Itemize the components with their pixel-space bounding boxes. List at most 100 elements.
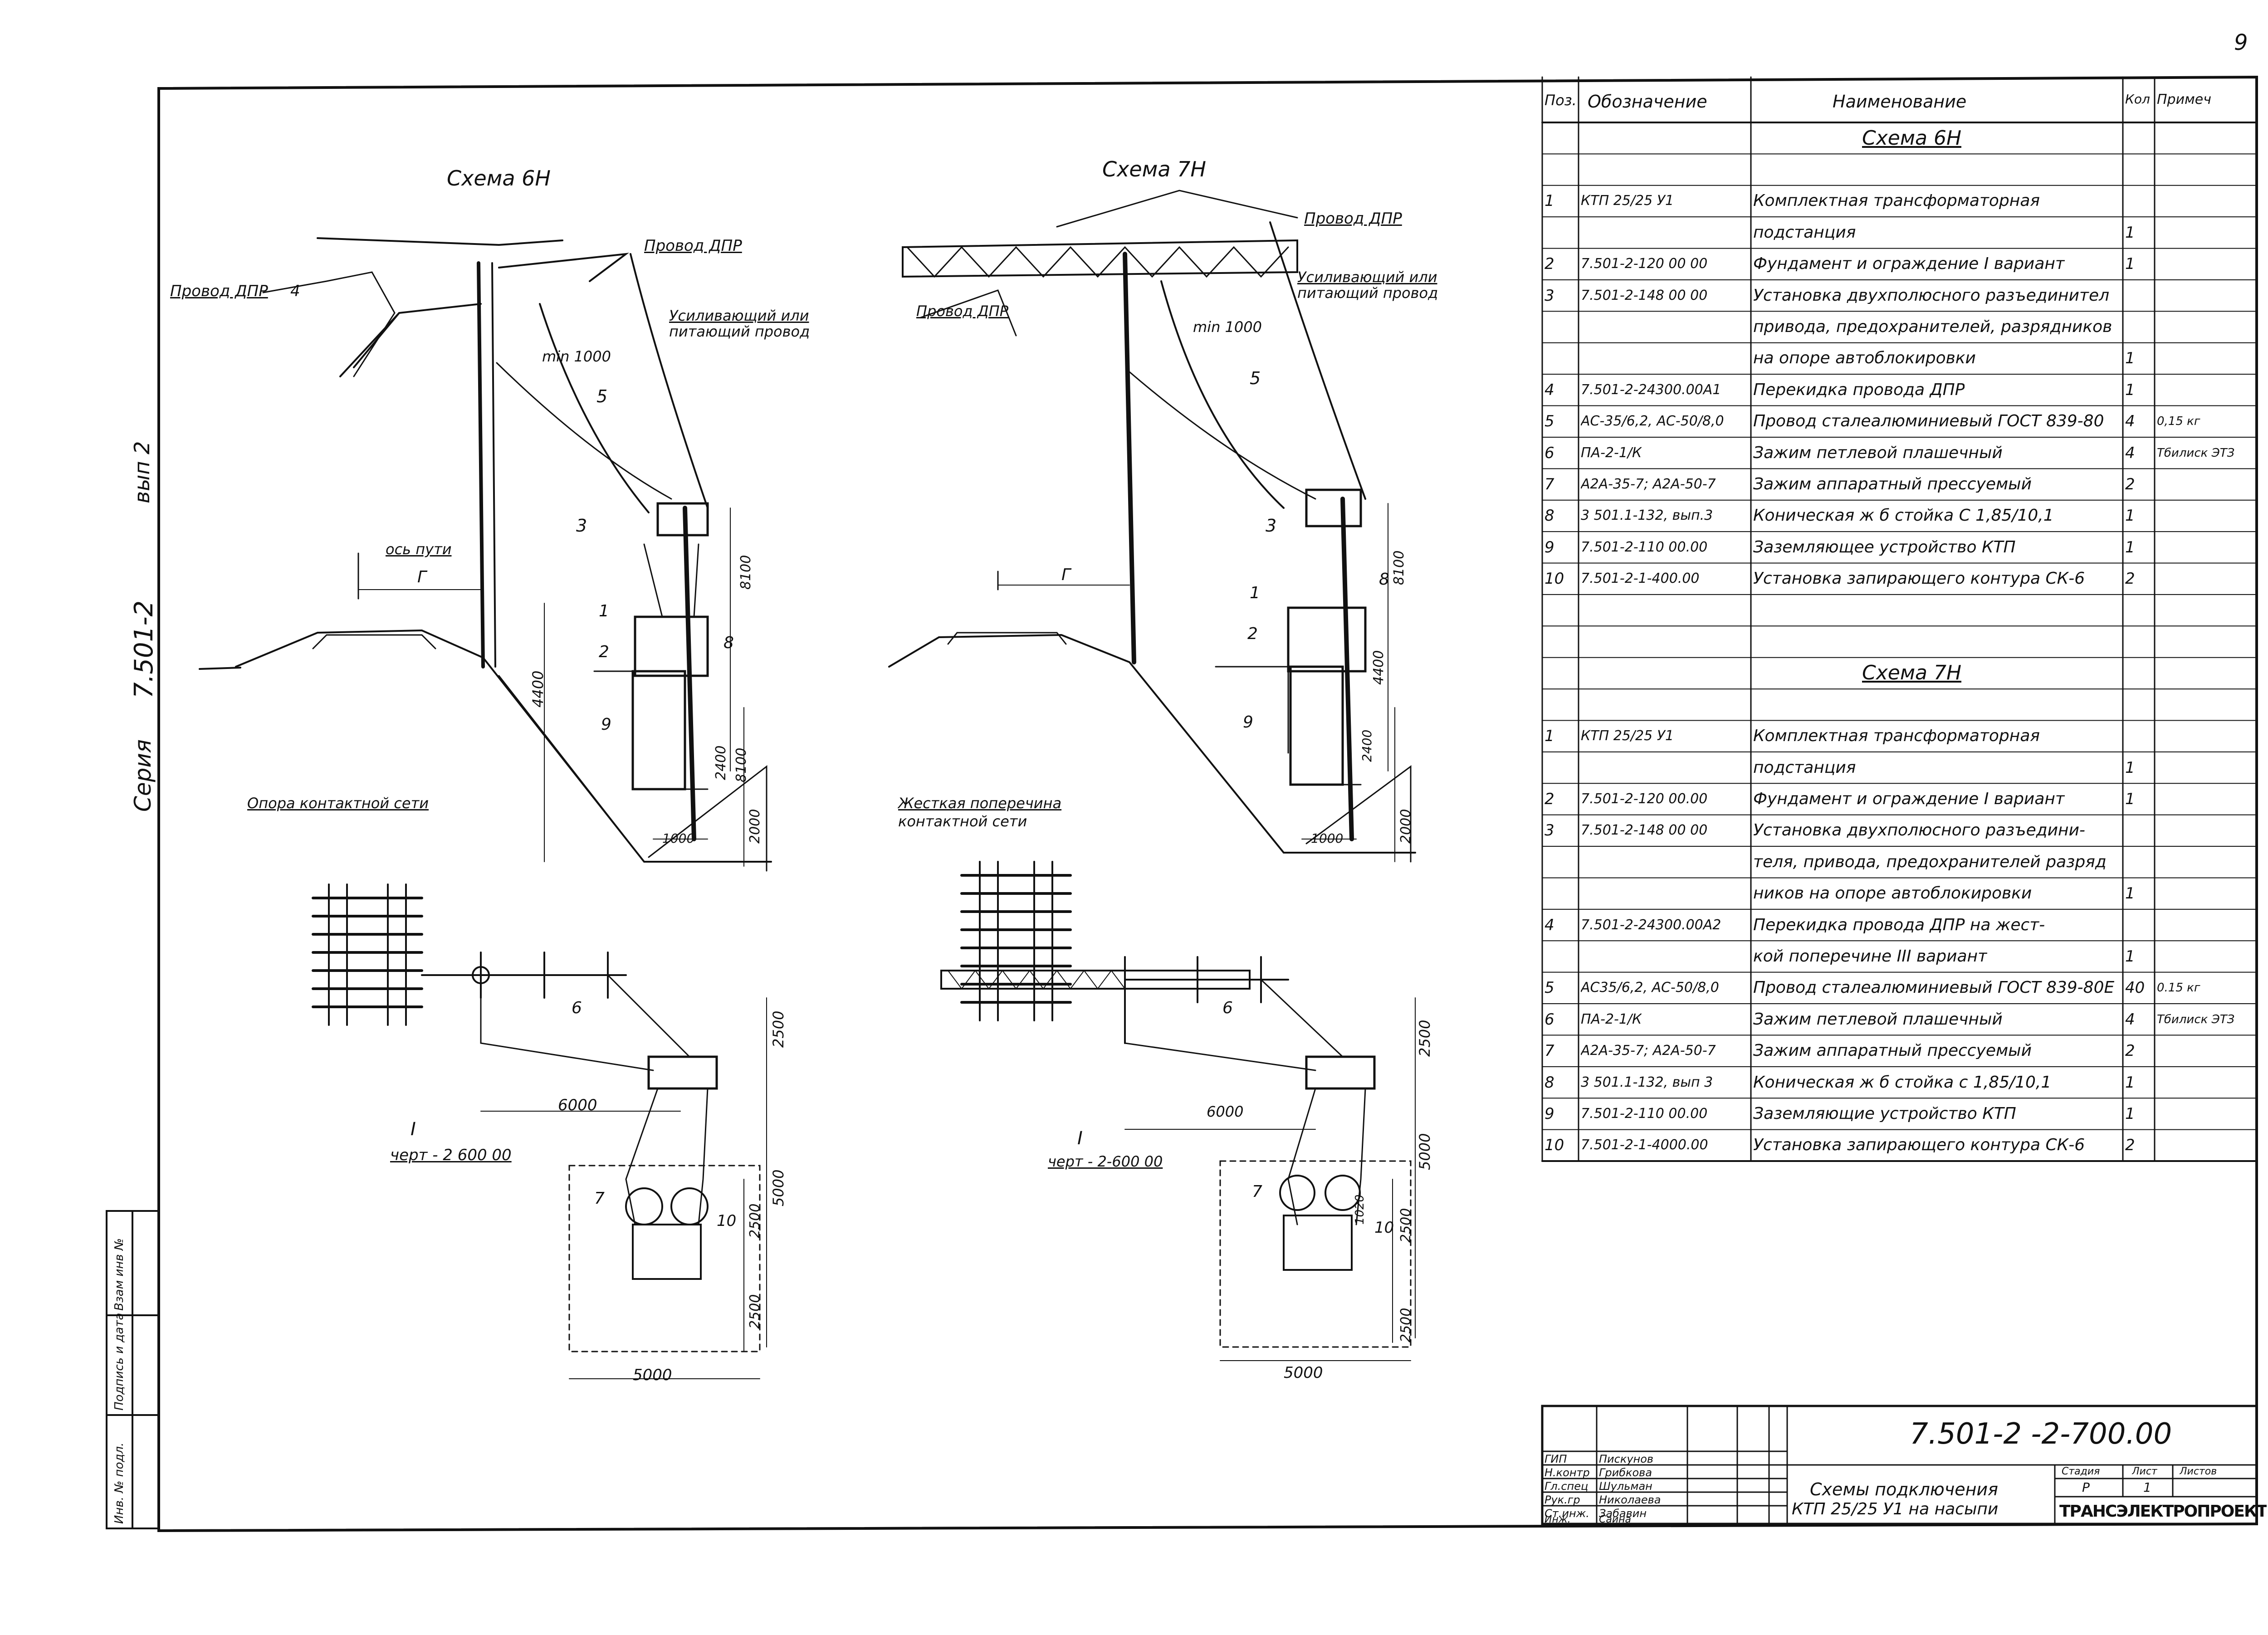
num-10-7h: 10 [1374, 1219, 1394, 1237]
drawing-ref-7h: черт - 2-600 00 [1048, 1153, 1163, 1170]
header-pos: Поз. [1545, 93, 1577, 107]
spec-cell-name: Комплектная трансформаторная [1753, 193, 2040, 210]
dim-8100a-6h: 8100 [733, 747, 749, 782]
spec-cell-designation: 7.501-2-24300.00А2 [1581, 918, 1721, 932]
spec-cell-name: Зажим аппаратный прессуемый [1753, 476, 2032, 493]
spec-cell-pos: 2 [1545, 791, 1554, 807]
drawing-ref-6h: черт - 2 600 00 [390, 1146, 512, 1164]
spec-cell-name: Перекидка провода ДПР [1753, 381, 1965, 398]
spec-cell-name: теля, привода, предохранителей разряд [1753, 854, 2107, 870]
num-7-6h: 7 [594, 1189, 605, 1208]
spec-cell-designation: ПА-2-1/К [1581, 1012, 1642, 1026]
series-code: 7.501-2 [129, 600, 159, 698]
organization: ТРАНСЭЛЕКТРОПРОЕКТ [2059, 1503, 2267, 1520]
spec-cell-name: Установка двухполюсного разъединител [1753, 287, 2110, 304]
num-2-7h: 2 [1247, 625, 1258, 643]
spec-cell-name: Коническая ж б стойка с 1,85/10,1 [1753, 1074, 2052, 1091]
stage-label: Стадия [2062, 1467, 2100, 1477]
dim-2500b-6h: 2500 [747, 1203, 763, 1238]
spec-cell-name: Провод сталеалюминиевый ГОСТ 839-80Е [1753, 980, 2115, 996]
spec-cell-name: Комплектная трансформаторная [1753, 728, 2040, 745]
sheet-value: 1 [2143, 1481, 2151, 1494]
spec-cell-designation: АС-35/6,2, АС-50/8,0 [1581, 415, 1724, 429]
wire-dpr-right-6h: Провод ДПР [644, 237, 742, 255]
series-label: Серия [130, 739, 156, 812]
scheme-6h-plan [312, 883, 767, 1379]
num-1-6h: 1 [599, 602, 609, 620]
num-9-6h: 9 [601, 715, 611, 734]
spec-cell-designation: 7.501-2-24300.00А1 [1581, 383, 1721, 397]
role-ncontr: Н.контр [1545, 1467, 1590, 1478]
spec-cell-qty: 1 [2125, 382, 2135, 398]
spec-cell-designation: 7.501-2-110 00.00 [1581, 540, 1708, 554]
dim-6000-6h: 6000 [558, 1096, 597, 1114]
title-block-grid [1541, 1405, 2258, 1525]
spec-cell-name: Зажим петлевой плашечный [1753, 1011, 2003, 1028]
min-dist-7h: min 1000 [1193, 318, 1262, 336]
name-glspec: Шульман [1599, 1481, 1652, 1492]
spec-cell-qty: 40 [2125, 980, 2145, 996]
spec-cell-pos: 4 [1545, 917, 1554, 933]
dim-2500a-6h: 2500 [770, 1010, 787, 1048]
roman-1-6h: I [411, 1119, 416, 1140]
dim-5000b-6h: 5000 [633, 1366, 672, 1384]
doc-code: 7.501-2 -2-700.00 [1910, 1417, 2172, 1451]
dim-5000a-7h: 5000 [1416, 1133, 1433, 1170]
spec-cell-name: Заземляющее устройство КТП [1753, 539, 2016, 556]
sheet-label: Лист [2132, 1467, 2157, 1477]
num-2-6h: 2 [599, 643, 609, 661]
spec-cell-note: 0,15 кг [2157, 415, 2200, 428]
dim-2400-7h: 2400 [1359, 729, 1374, 762]
spec-cell-qty: 1 [2125, 508, 2135, 524]
spec-cell-qty: 4 [2125, 445, 2135, 461]
name-inzh: Саина [1599, 1515, 1632, 1525]
spec-cell-designation: 7.501-2-1-4000.00 [1581, 1138, 1708, 1152]
spec-cell-designation: КТП 25/25 У1 [1581, 194, 1674, 208]
spec-cell-designation: 3 501.1-132, вып.3 [1581, 509, 1713, 523]
support-label-6h: Опора контактной сети [247, 795, 429, 812]
name-stinzh: Забавин [1599, 1508, 1647, 1519]
spec-cell-qty: 2 [2125, 1043, 2135, 1059]
num-9-7h: 9 [1243, 713, 1253, 732]
name-rukgr: Николаева [1599, 1494, 1661, 1505]
spec-cell-designation: АС35/6,2, АС-50/8,0 [1581, 981, 1719, 995]
issue-label: вып 2 [130, 441, 154, 503]
spec-cell-pos: 6 [1545, 445, 1554, 461]
spec-cell-qty: 2 [2125, 477, 2135, 493]
dim-4400-7h: 4400 [1371, 650, 1387, 685]
scheme-6h-title: Схема 6Н [447, 166, 551, 190]
feeding-7h: питающий провод [1297, 284, 1438, 302]
spec-cell-pos: 8 [1545, 1074, 1554, 1090]
spec-cell-pos: 1 [1545, 728, 1554, 744]
name-gip: Пискунов [1599, 1454, 1654, 1464]
spec-cell-designation: 7.501-2-110 00.00 [1581, 1107, 1708, 1121]
dim-5000b-7h: 5000 [1284, 1364, 1323, 1382]
spec-cell-name: на опоре автоблокировки [1753, 350, 1976, 367]
crossbar-label-1-7h: Жесткая поперечина [898, 795, 1062, 812]
spec-cell-name: подстанция [1753, 224, 1856, 241]
spec-cell-designation: А2А-35-7; А2А-50-7 [1581, 1044, 1716, 1058]
spec-cell-qty: 4 [2125, 414, 2135, 429]
spec-cell-qty: 2 [2125, 571, 2135, 587]
g-7h: Г [1061, 566, 1071, 584]
spec-cell-note: Тбилиск ЭТЗ [2157, 447, 2235, 459]
dim-2500b-7h: 2500 [1398, 1208, 1414, 1243]
spec-cell-pos: 3 [1545, 288, 1554, 303]
dim-4400-6h: 4400 [529, 670, 547, 708]
num-3-6h: 3 [576, 516, 587, 536]
spec-table-grid [1541, 76, 2258, 1162]
spec-cell-qty: 1 [2125, 225, 2135, 240]
dim-2500c-6h: 2500 [747, 1294, 763, 1329]
spec-cell-designation: 7.501-2-148 00 00 [1581, 288, 1708, 303]
spec-cell-pos: 5 [1545, 980, 1554, 996]
spec-cell-designation: КТП 25/25 У1 [1581, 729, 1674, 743]
spec-cell-pos: 2 [1545, 256, 1554, 272]
role-rukgr: Рук.гр [1545, 1494, 1580, 1505]
page-number: 9 [2234, 30, 2248, 55]
spec-cell-note: 0.15 кг [2157, 982, 2200, 994]
spec-cell-qty: 1 [2125, 886, 2135, 902]
spec-cell-qty: 1 [2125, 760, 2135, 776]
spec-cell-pos: 10 [1545, 571, 1564, 587]
spec-cell-qty: 1 [2125, 791, 2135, 807]
num-3-7h: 3 [1266, 516, 1277, 536]
